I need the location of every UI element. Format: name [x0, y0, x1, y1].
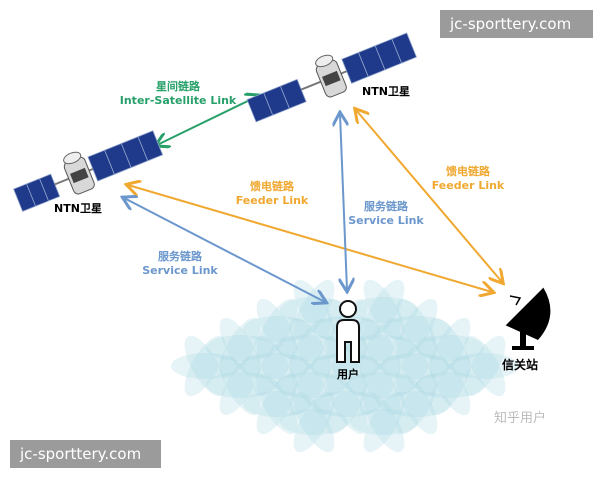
coverage-cell: [396, 298, 438, 360]
coverage-cell: [256, 298, 298, 360]
inter-satellite-link-arrow: [157, 96, 258, 145]
feeder-link-label-right: 馈电链路 Feeder Link: [432, 165, 505, 193]
watermark-top-right: jc-sporttery.com: [440, 10, 593, 38]
coverage-cell: [171, 353, 239, 379]
coverage-cell: [289, 354, 331, 416]
coverage-cell: [416, 335, 484, 361]
coverage-cell: [289, 317, 331, 379]
satellite-label-top: NTN卫星: [362, 85, 410, 98]
coverage-cell: [394, 335, 436, 397]
coverage-cell: [396, 298, 438, 360]
coverage-cell: [219, 354, 261, 416]
coverage-cell: [219, 317, 261, 379]
coverage-cell: [396, 373, 438, 435]
service-link-zh: 服务链路: [158, 250, 202, 263]
coverage-cell: [451, 353, 519, 379]
coverage-cell: [429, 317, 471, 379]
inter-satellite-link-en: Inter-Satellite Link: [119, 94, 237, 107]
coverage-cell: [350, 297, 418, 323]
satellite-icon: [13, 130, 164, 212]
feeder-link-label-left: 馈电链路 Feeder Link: [236, 180, 309, 208]
feeder-link-en: Feeder Link: [431, 179, 505, 192]
coverage-cell: [311, 353, 379, 379]
service-link-arrow-center: [340, 114, 347, 290]
coverage-cell: [254, 335, 296, 397]
coverage-cell: [359, 354, 401, 416]
coverage-cell: [359, 354, 401, 416]
service-link-en: Service Link: [142, 264, 218, 277]
coverage-cell: [359, 317, 401, 379]
satellite-label-left: NTN卫星: [54, 202, 102, 215]
satellite-icon: [246, 32, 417, 123]
coverage-cell: [394, 335, 436, 397]
coverage-cell: [429, 354, 471, 416]
coverage-cell: [241, 353, 309, 379]
coverage-cell: [313, 391, 381, 417]
user-label: 用户: [337, 368, 359, 381]
feeder-link-zh: 馈电链路: [445, 165, 490, 178]
coverage-cell: [381, 353, 449, 379]
coverage-cell: [359, 317, 401, 379]
coverage-cell: [256, 298, 298, 360]
coverage-cell: [243, 391, 311, 417]
coverage-cell: [363, 391, 405, 453]
coverage-cell: [383, 316, 451, 342]
coverage-cell: [416, 372, 484, 398]
zhihu-watermark: 知乎用户: [493, 411, 547, 426]
inter-satellite-link-zh: 星间链路: [155, 80, 200, 93]
coverage-cell: [206, 335, 274, 361]
feeder-link-en: Feeder Link: [235, 194, 309, 207]
coverage-cell: [256, 373, 298, 435]
inter-satellite-link-label: 星间链路 Inter-Satellite Link: [120, 80, 236, 108]
satellite-dish-icon: [504, 286, 551, 350]
coverage-cell: [289, 354, 331, 416]
coverage-cell: [293, 391, 335, 453]
coverage-cell: [184, 335, 226, 397]
coverage-cell: [243, 316, 311, 342]
coverage-cell: [350, 409, 418, 435]
coverage-cell: [276, 335, 344, 361]
feeder-link-zh: 馈电链路: [249, 180, 294, 193]
coverage-cell: [326, 373, 368, 435]
service-link-en: Service Link: [348, 214, 424, 227]
coverage-cell: [429, 354, 471, 416]
coverage-cell: [346, 335, 414, 361]
coverage-cell: [280, 409, 348, 435]
coverage-cell: [326, 373, 368, 435]
coverage-cell: [219, 317, 261, 379]
coverage-cell: [464, 335, 506, 397]
service-link-zh: 服务链路: [364, 200, 408, 213]
service-link-label-center: 服务链路 Service Link: [348, 200, 424, 228]
watermark-bottom-left: jc-sporttery.com: [10, 440, 161, 468]
coverage-cell: [184, 335, 226, 397]
coverage-cell: [276, 372, 344, 398]
coverage-cell: [429, 317, 471, 379]
coverage-cell: [346, 372, 414, 398]
gateway-label: 信关站: [501, 358, 539, 372]
feeder-link-arrow-right: [356, 110, 502, 282]
coverage-cell: [396, 373, 438, 435]
coverage-cell: [383, 391, 451, 417]
coverage-cell: [219, 354, 261, 416]
coverage-cell: [363, 391, 405, 453]
service-link-label-left: 服务链路 Service Link: [142, 250, 218, 278]
service-link-arrow-left: [124, 198, 325, 302]
coverage-cell: [293, 391, 335, 453]
coverage-cell: [206, 372, 274, 398]
coverage-cell: [324, 335, 366, 397]
coverage-cell: [464, 335, 506, 397]
coverage-cell: [289, 317, 331, 379]
coverage-cell: [254, 335, 296, 397]
coverage-cell: [256, 373, 298, 435]
user-icon: [336, 300, 360, 363]
